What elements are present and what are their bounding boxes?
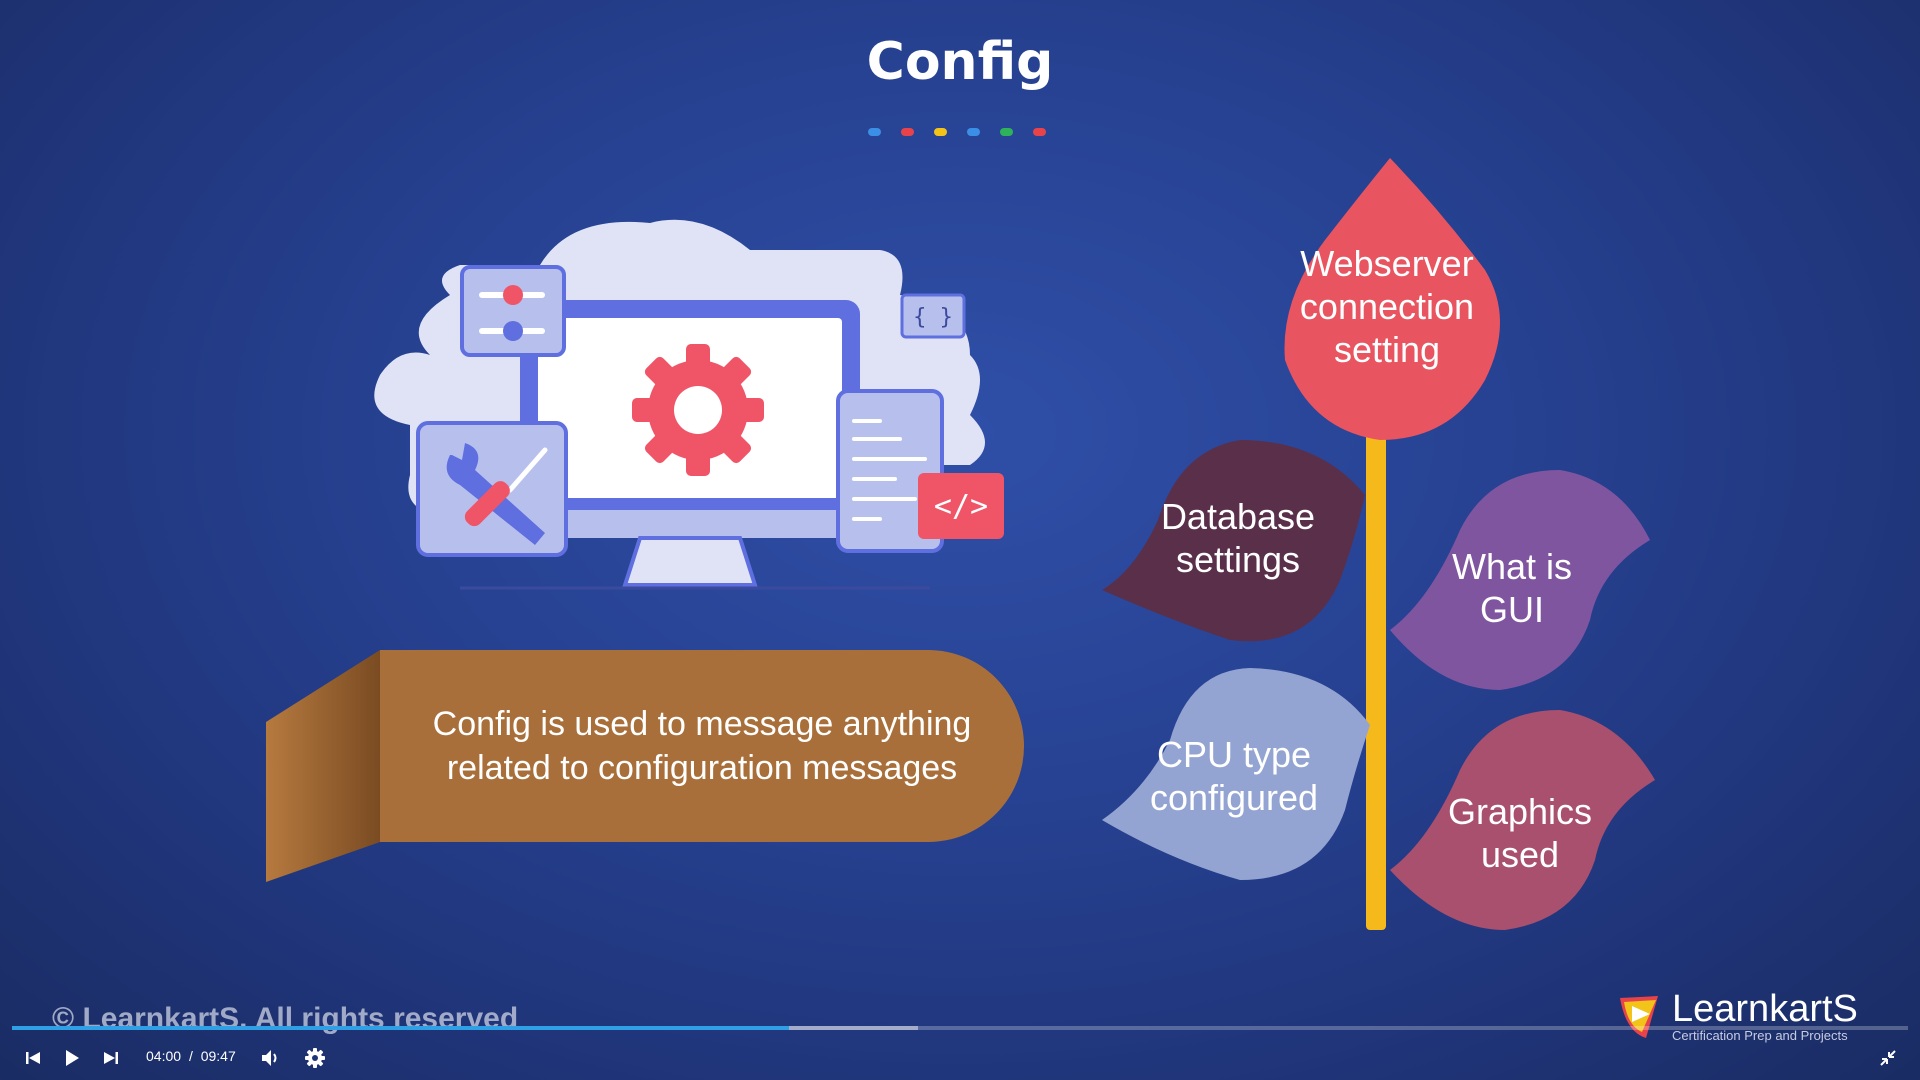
leaf-graphics xyxy=(1390,710,1655,930)
gear-icon xyxy=(632,344,764,476)
leaf-database-label: Database settings xyxy=(1160,496,1316,580)
fullscreen-exit-button[interactable] xyxy=(1876,1046,1900,1070)
time-separator: / xyxy=(188,1048,193,1064)
next-button[interactable] xyxy=(100,1047,122,1069)
description-text: Config is used to message anything relat… xyxy=(432,705,972,787)
slide-title: Config xyxy=(866,32,1054,92)
document-card xyxy=(836,389,944,553)
leaf-cpu-label: CPU type configured xyxy=(1149,734,1319,818)
brand-tagline: Certification Prep and Projects xyxy=(1672,1028,1848,1043)
code-tag-icon: </> xyxy=(934,489,988,524)
current-time: 04:00 xyxy=(146,1048,182,1064)
config-leaves xyxy=(1102,158,1655,930)
settings-button[interactable] xyxy=(303,1046,327,1070)
volume-button[interactable] xyxy=(259,1046,283,1070)
title-dot xyxy=(868,128,881,136)
monitor-stand xyxy=(622,536,758,587)
title-dot xyxy=(934,128,947,136)
leaf-webserver-label: Webserver connection setting xyxy=(1299,243,1475,370)
title-dot xyxy=(967,128,980,136)
description-bubble: Config is used to message anything relat… xyxy=(380,650,1024,842)
monitor-bezel xyxy=(520,510,860,538)
volume-icon xyxy=(262,1050,277,1066)
plant-stem xyxy=(1366,432,1386,930)
previous-icon xyxy=(26,1052,40,1064)
config-illustration: </> { } xyxy=(374,219,1004,590)
slider-knob-icon xyxy=(503,321,523,341)
sliders-card xyxy=(460,265,566,357)
leaf-webserver xyxy=(1284,158,1500,440)
duration: 09:47 xyxy=(200,1048,236,1064)
title-dot xyxy=(1033,128,1046,136)
leaf-gui xyxy=(1390,470,1650,690)
seek-bar-played xyxy=(12,1026,790,1030)
brand-name: LearnkartS xyxy=(1672,988,1858,1030)
settings-icon xyxy=(305,1048,325,1068)
learnkarts-logo-icon xyxy=(1620,995,1658,1038)
copyright-watermark: © LearnkartS. All rights reserved xyxy=(52,1002,519,1035)
time-display: 04:00 / 09:47 xyxy=(146,1048,236,1064)
play-icon xyxy=(66,1050,79,1066)
speech-bubble-fold xyxy=(266,650,380,882)
leaf-cpu xyxy=(1102,668,1370,880)
previous-button[interactable] xyxy=(22,1047,44,1069)
wrench-screwdriver-icon xyxy=(446,443,548,545)
title-dots xyxy=(868,128,1046,136)
next-icon xyxy=(104,1052,118,1064)
braces-card xyxy=(900,293,966,339)
slider-knob-icon xyxy=(503,285,523,305)
fullscreen-exit-icon xyxy=(1880,1050,1896,1066)
brand-logo: LearnkartS Certification Prep and Projec… xyxy=(1616,990,1858,1043)
play-button[interactable] xyxy=(61,1047,83,1069)
leaf-database xyxy=(1102,440,1365,642)
leaf-gui-label: What is GUI xyxy=(1451,546,1573,630)
leaf-graphics-label: Graphics used xyxy=(1447,791,1593,875)
title-dot xyxy=(1000,128,1013,136)
braces-icon: { } xyxy=(913,305,953,330)
title-dot xyxy=(901,128,914,136)
document-lines xyxy=(852,419,927,521)
code-tag-card xyxy=(918,473,1004,539)
seek-bar[interactable] xyxy=(12,1026,1908,1030)
